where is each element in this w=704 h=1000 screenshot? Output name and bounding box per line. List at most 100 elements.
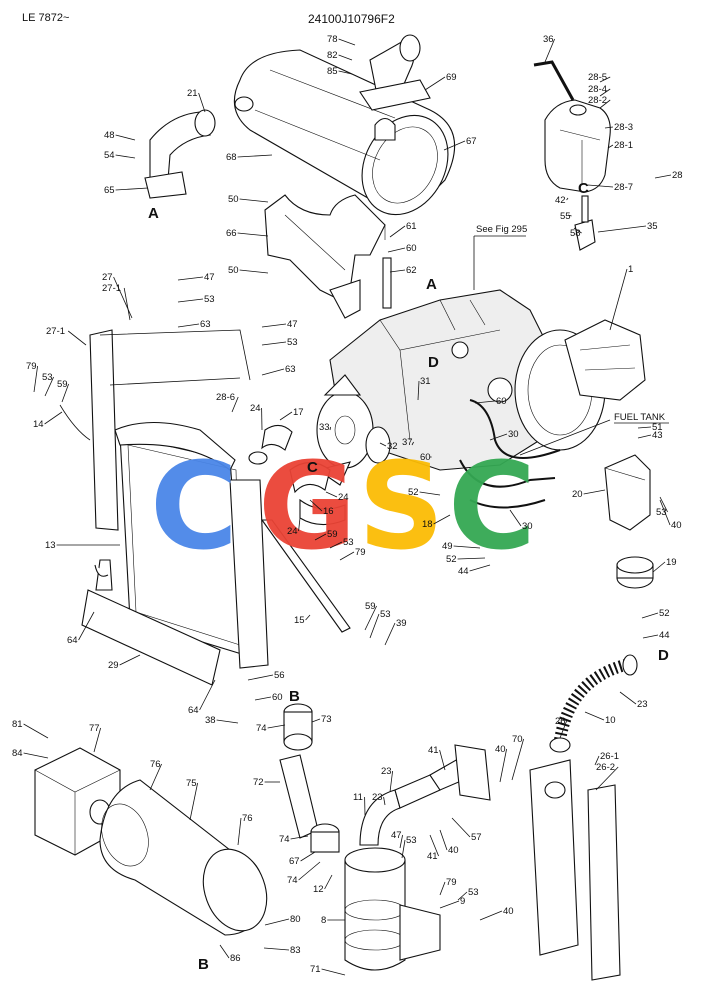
part-label: 33 — [319, 422, 330, 433]
reserve-tank — [533, 60, 611, 251]
leader-line — [641, 612, 659, 619]
leader-line — [329, 426, 331, 431]
leader-line — [300, 851, 316, 862]
part-label: 76 — [150, 759, 161, 770]
part-label: 75 — [186, 778, 197, 789]
leader-line — [67, 330, 87, 346]
part-label: 64 — [188, 705, 199, 716]
leader-line — [338, 70, 353, 75]
leader-line — [417, 380, 420, 401]
part-label: 28-2 — [588, 95, 607, 106]
part-label: 74 — [279, 834, 290, 845]
leader-line — [329, 541, 343, 549]
leader-line — [115, 134, 136, 141]
part-label: 28-7 — [614, 182, 633, 193]
leader-line — [489, 433, 508, 441]
watermark-letter-3: S — [358, 438, 444, 577]
leader-line — [290, 835, 309, 840]
rubber-damper — [616, 556, 654, 589]
muffler — [233, 34, 456, 216]
leader-line — [219, 944, 230, 959]
intake-hose — [549, 654, 638, 753]
part-label: 78 — [327, 34, 338, 45]
part-label: 23 — [372, 792, 383, 803]
leader-line — [231, 396, 239, 413]
stay-15 — [260, 519, 351, 633]
part-label: 71 — [310, 964, 321, 975]
leader-line — [261, 341, 287, 346]
part-label: 79 — [446, 877, 457, 888]
leader-line — [324, 874, 333, 890]
part-label: 32 — [387, 441, 398, 452]
leader-line — [115, 154, 136, 159]
watermark-letter-2: G — [258, 438, 357, 577]
part-label: 47 — [204, 272, 215, 283]
part-label: 24 — [338, 492, 349, 503]
part-label: 69 — [446, 72, 457, 83]
part-label: 38 — [205, 715, 216, 726]
elbow-pipe — [144, 109, 216, 199]
leader-line — [453, 545, 481, 549]
part-label: 13 — [45, 540, 56, 551]
leader-line — [314, 533, 327, 541]
leader-line — [123, 287, 131, 321]
part-label: 53 — [343, 537, 354, 548]
part-label: 23 — [637, 699, 648, 710]
part-label: 56 — [274, 670, 285, 681]
leader-line — [424, 76, 446, 91]
part-label: 27 — [102, 272, 113, 283]
leader-line — [389, 225, 406, 238]
leader-line — [237, 154, 273, 158]
leader-line — [595, 766, 619, 791]
leader-line — [254, 696, 272, 701]
part-label: 68 — [226, 152, 237, 163]
leader-line — [439, 900, 460, 909]
leader-line — [298, 517, 301, 532]
leader-line — [637, 434, 652, 439]
part-label: 53 — [204, 294, 215, 305]
leader-line — [429, 834, 439, 857]
part-label: 60 — [420, 452, 431, 463]
part-label: 15 — [294, 615, 305, 626]
part-label: 23 — [381, 766, 392, 777]
part-label: 72 — [253, 777, 264, 788]
part-label: 21 — [187, 88, 198, 99]
part-label: 42 — [555, 195, 566, 206]
part-label: 49 — [442, 541, 453, 552]
leader-line — [387, 247, 406, 253]
part-label: 40 — [495, 744, 506, 755]
part-label: 14 — [33, 419, 44, 430]
leader-line — [457, 557, 486, 560]
part-label: 52 — [446, 554, 457, 565]
part-label: 1 — [628, 264, 633, 275]
part-label: 52 — [408, 487, 419, 498]
part-label: 41 — [427, 851, 438, 862]
part-label: 79 — [355, 547, 366, 558]
leader-line — [509, 509, 522, 527]
part-label: 8 — [321, 915, 326, 926]
part-label: 28-5 — [588, 72, 607, 83]
leader-line — [78, 611, 95, 641]
part-label: 53 — [42, 372, 53, 383]
part-label: 80 — [290, 914, 301, 925]
leader-line — [389, 269, 406, 273]
leader-line — [338, 54, 353, 61]
part-label: 28-3 — [614, 122, 633, 133]
leader-line — [23, 723, 49, 739]
watermark-letter-4: C — [448, 438, 536, 577]
part-label: 60 — [272, 692, 283, 703]
leader-line — [44, 376, 54, 397]
leader-line — [261, 323, 287, 328]
part-label: 12 — [313, 884, 324, 895]
leader-line — [399, 834, 403, 849]
leader-line — [583, 489, 606, 495]
part-label: 39 — [396, 618, 407, 629]
leader-line — [609, 268, 628, 331]
part-label: 26-2 — [596, 762, 615, 773]
leader-line — [599, 76, 611, 83]
fuel-tank-note: FUEL TANK — [614, 412, 666, 423]
part-label: 65 — [104, 185, 115, 196]
part-label: 85 — [327, 66, 338, 77]
